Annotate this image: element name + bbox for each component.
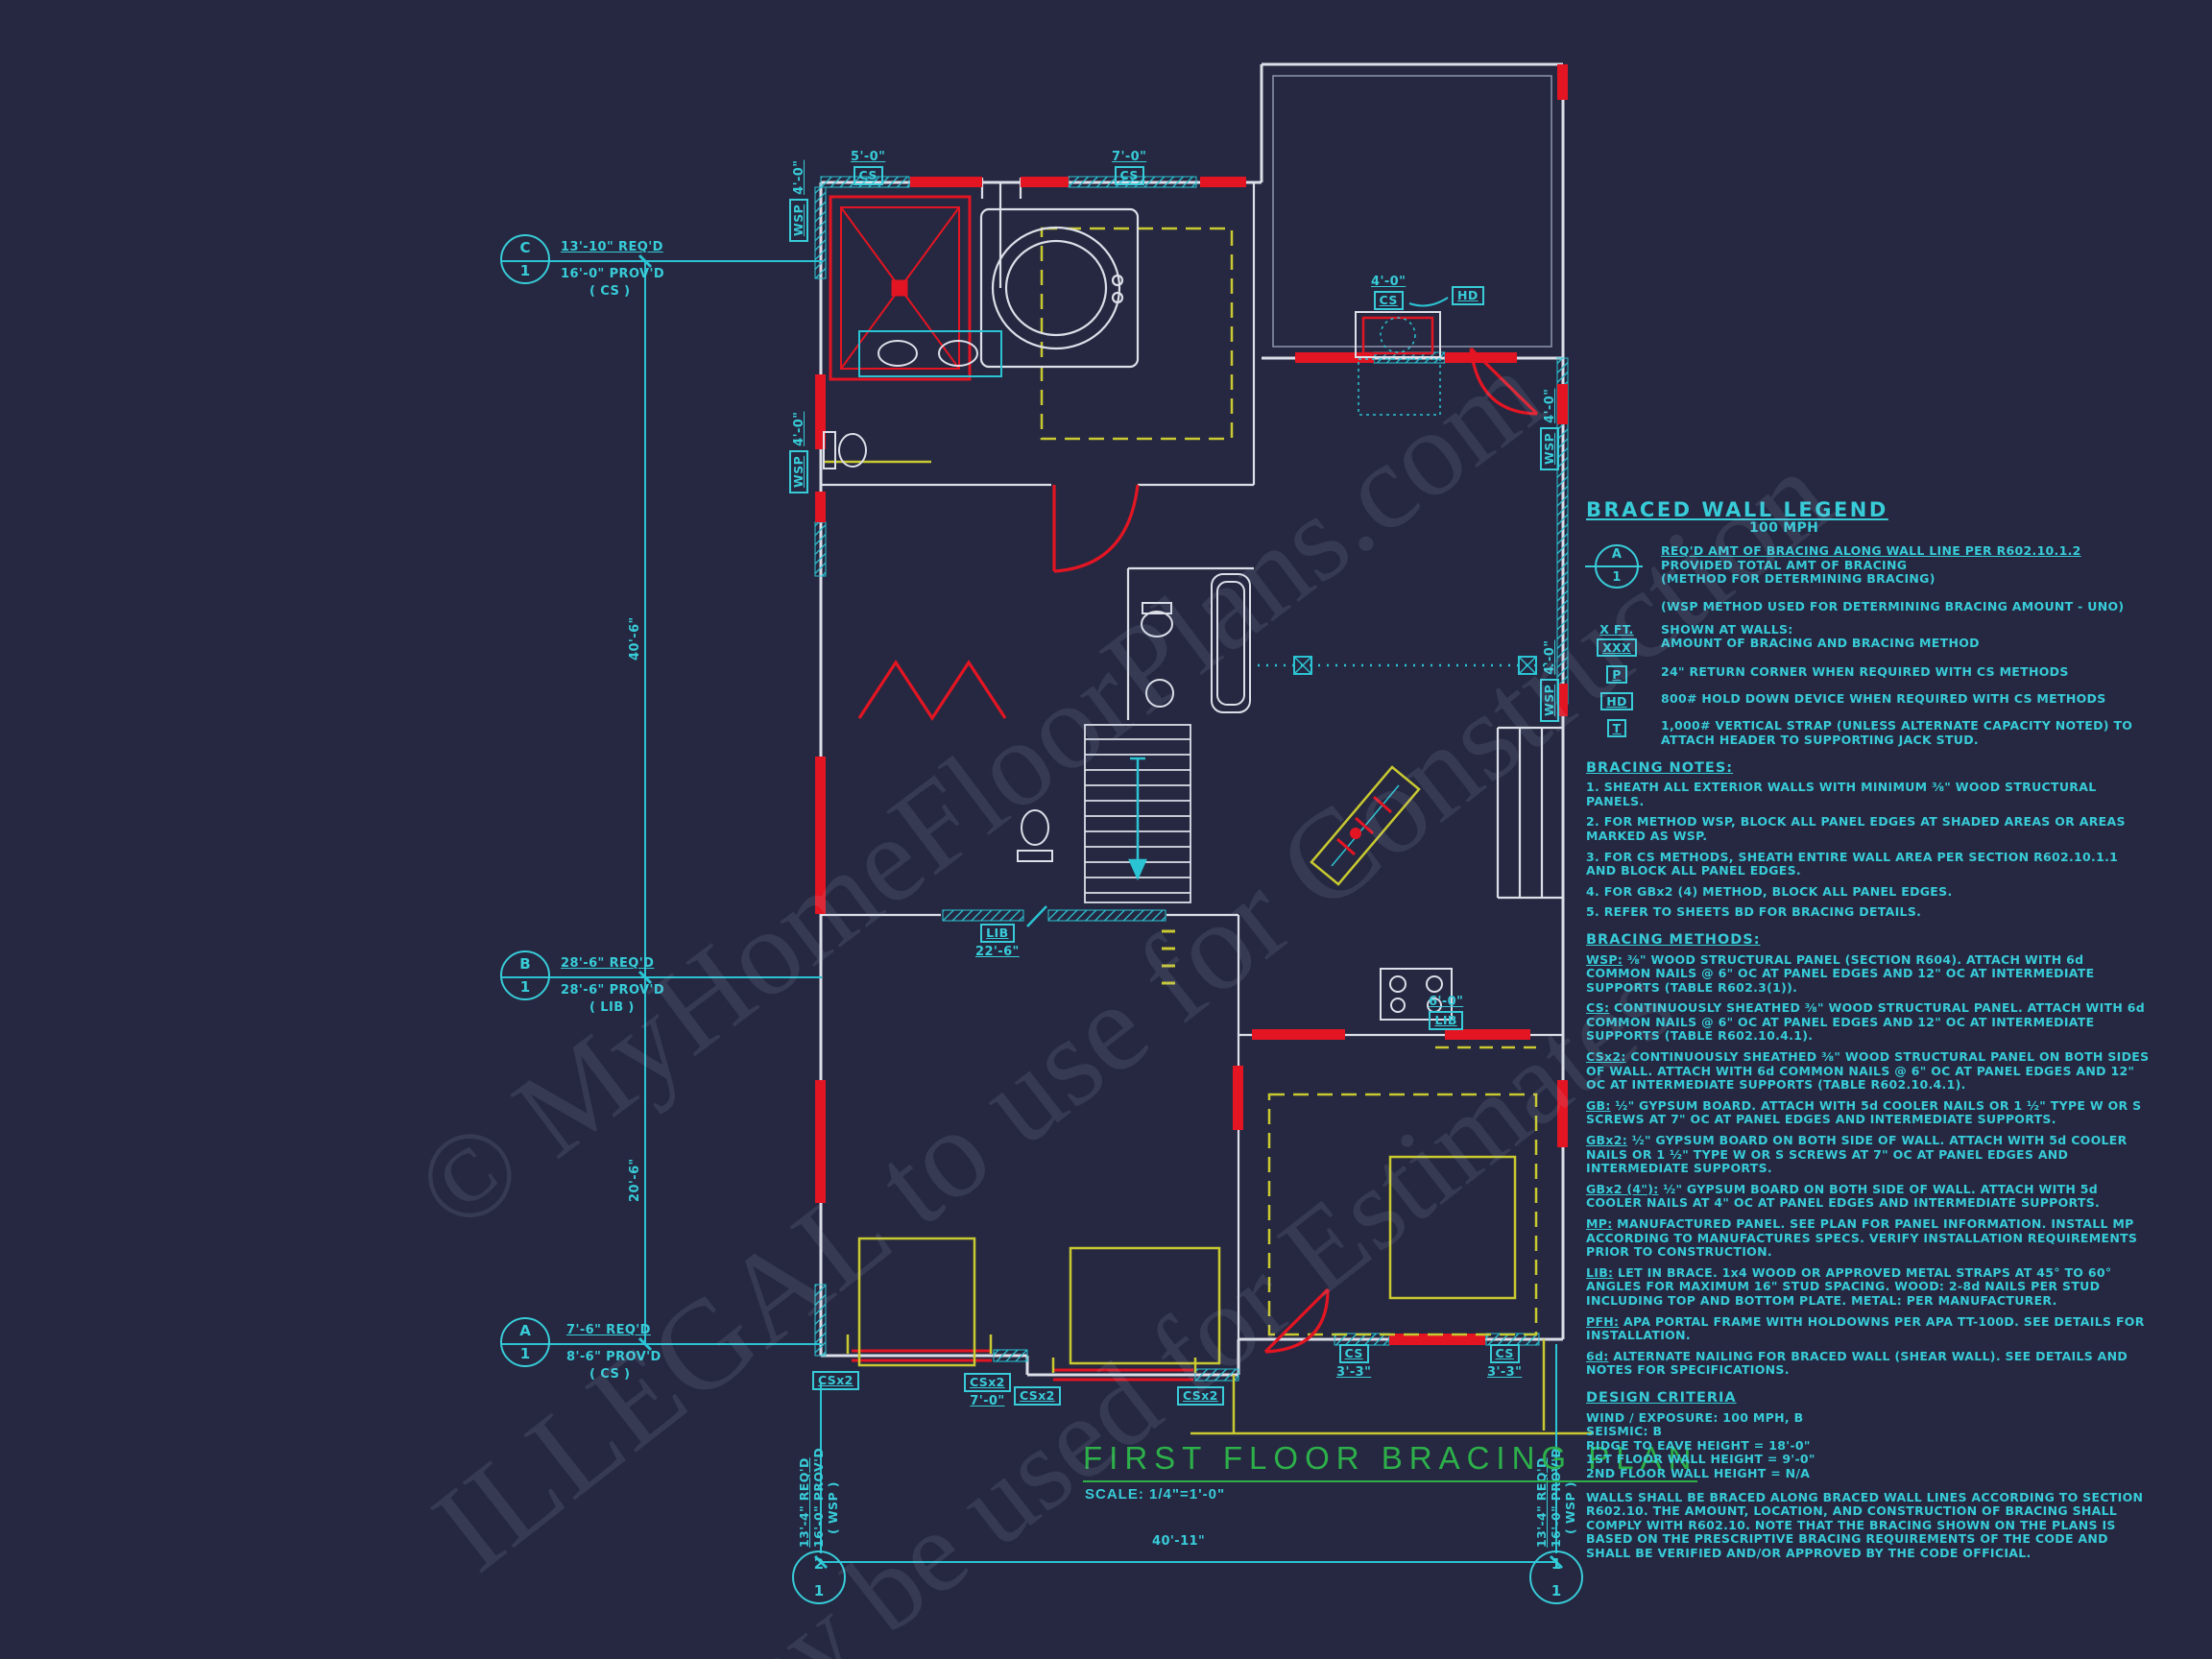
- bracing-note: 2. FOR METHOD WSP, BLOCK ALL PANEL EDGES…: [1586, 814, 2126, 843]
- csx2-callout-4: CSx2: [1177, 1386, 1224, 1406]
- criteria-line: 1ST FLOOR WALL HEIGHT = 9'-0": [1586, 1452, 1815, 1467]
- doors: [857, 347, 1539, 1354]
- bracing-note: 5. REFER TO SHEETS BD FOR BRACING DETAIL…: [1586, 904, 1922, 920]
- plan-title: FIRST FLOOR BRACING PLAN: [1083, 1440, 1698, 1482]
- toilet: [823, 431, 867, 469]
- wsp-callout-right-lower: WSP 4'-0": [1540, 640, 1559, 722]
- cs-callout-top-mid: 7'-0" CS: [1112, 150, 1146, 185]
- legend-symbol-t: T 1,000# VERTICAL STRAP (UNLESS ALTERNAT…: [1586, 719, 2152, 747]
- legend-wind-speed: 100 MPH: [1749, 519, 1819, 536]
- cs-callout-top-left: 5'-0" CS: [851, 150, 885, 185]
- p-box-icon: P: [1606, 665, 1627, 685]
- bracing-method: GBx2 (4"): ½" GYPSUM BOARD ON BOTH SIDE …: [1586, 1181, 2101, 1211]
- bracing-method: GBx2: ½" GYPSUM BOARD ON BOTH SIDE OF WA…: [1586, 1133, 2128, 1176]
- marker-c-method: ( CS ): [589, 284, 631, 299]
- design-criteria-header: DESIGN CRITERIA: [1586, 1389, 1737, 1406]
- legend-title: BRACED WALL LEGEND: [1586, 498, 1888, 521]
- shaded-wsp-areas: [823, 227, 1594, 1435]
- legend-wsp-note: (WSP METHOD USED FOR DETERMINING BRACING…: [1661, 599, 2125, 614]
- bathtub: [979, 207, 1140, 369]
- criteria-line: WIND / EXPOSURE: 100 MPH, B: [1586, 1409, 1804, 1425]
- stair-direction-arrow: [1026, 757, 1147, 927]
- bracing-method: CS: CONTINUOUSLY SHEATHED ⅜" WOOD STRUCT…: [1586, 1000, 2146, 1044]
- kitchen-island: [1310, 765, 1421, 886]
- hd-tag: HD: [1452, 286, 1484, 305]
- corner-summary-left: 13'-4" REQ'D 16'-0" PROV'D ( WSP ): [797, 1447, 840, 1548]
- criteria-note: WALLS SHALL BE BRACED ALONG BRACED WALL …: [1586, 1489, 2144, 1560]
- bracing-method: PFH: APA PORTAL FRAME WITH HOLDOWNS PER …: [1586, 1313, 2145, 1343]
- bracing-notes-header: BRACING NOTES:: [1586, 759, 1734, 776]
- cs-tag: CS: [1373, 291, 1404, 310]
- marker-b-provided: 28'-6" PROV'D: [561, 983, 665, 998]
- dim-left-upper: 40'-6": [628, 616, 642, 661]
- cs-callout-br-2: CS 3'-3": [1487, 1344, 1523, 1380]
- wsp-callout-left-lower: WSP 4'-0": [789, 412, 808, 493]
- lib-callout-stairs: LIB 22'-6": [975, 924, 1020, 959]
- bracing-note: 3. FOR CS METHODS, SHEATH ENTIRE WALL AR…: [1586, 849, 2119, 878]
- wall-line-marker-2: 2 1: [792, 1551, 846, 1604]
- plan-scale: SCALE: 1/4"=1'-0": [1085, 1486, 1226, 1503]
- criteria-line: SEISMIC: B: [1586, 1424, 1663, 1439]
- fireplace-niche: [1355, 311, 1441, 416]
- legend-symbol-xft: X FT. XXX SHOWN AT WALLS: AMOUNT OF BRAC…: [1586, 622, 2152, 658]
- criteria-line: RIDGE TO EAVE HEIGHT = 18'-0": [1586, 1437, 1811, 1453]
- wsp-callout-right-upper: WSP 4'-0": [1540, 389, 1559, 470]
- marker-b-required: 28'-6" REQ'D: [561, 956, 655, 971]
- marker-a-method: ( CS ): [589, 1367, 631, 1382]
- bracing-method: GB: ½" GYPSUM BOARD. ATTACH WITH 5d COOL…: [1586, 1097, 2142, 1127]
- wsp-callout-left-upper: WSP 4'-0": [789, 160, 808, 242]
- cs-callout-fireplace: 4'-0" CS: [1371, 275, 1406, 310]
- dim-left-lower: 20'-6": [628, 1158, 642, 1202]
- marker-c-required: 13'-10" REQ'D: [561, 240, 663, 254]
- t-box-icon: T: [1606, 719, 1627, 738]
- bracing-methods-header: BRACING METHODS:: [1586, 931, 1761, 948]
- hold-down-line: [1258, 656, 1557, 675]
- wall-line-marker-a: A 1: [500, 1317, 550, 1367]
- cs-callout-br-1: CS 3'-3": [1336, 1344, 1372, 1380]
- hd-box-icon: HD: [1600, 692, 1633, 711]
- bracing-note: 1. SHEATH ALL EXTERIOR WALLS WITH MINIMU…: [1586, 780, 2097, 808]
- red-bracing-lines: [852, 1349, 1193, 1382]
- bracing-method: WSP: ⅜" WOOD STRUCTURAL PANEL (SECTION R…: [1586, 951, 2095, 995]
- criteria-line: 2ND FLOOR WALL HEIGHT = N/A: [1586, 1465, 1811, 1480]
- dim-bottom: 40'-11": [1152, 1534, 1206, 1549]
- xxx-box-icon: XXX: [1597, 638, 1637, 658]
- bracing-method: CSx2: CONTINUOUSLY SHEATHED ⅜" WOOD STRU…: [1586, 1049, 2150, 1093]
- bracing-method: 6d: ALTERNATE NAILING FOR BRACED WALL (S…: [1586, 1348, 2128, 1378]
- csx2-callout-3: CSx2: [1014, 1386, 1061, 1406]
- bath2-fixtures: [1141, 573, 1251, 713]
- legend-wall-line-symbol-row: A 1 REQ'D AMT OF BRACING ALONG WALL LINE…: [1584, 544, 2152, 589]
- shower: [829, 195, 972, 381]
- range-cooktop: [1380, 968, 1453, 1021]
- marker-a-provided: 8'-6" PROV'D: [566, 1350, 661, 1364]
- wall-line-symbol-icon: A 1: [1584, 544, 1643, 589]
- bracing-method: LIB: LET IN BRACE. 1x4 WOOD OR APPROVED …: [1586, 1264, 2112, 1308]
- braced-wall-legend: BRACED WALL LEGEND 100 MPH A 1 REQ'D AMT…: [1584, 498, 2152, 1567]
- red-bracing-segments: [815, 64, 1568, 1345]
- powder-toilet: [1017, 809, 1053, 862]
- wall-line-marker-1: 1 1: [1529, 1551, 1583, 1604]
- legend-symbol-hd: HD 800# HOLD DOWN DEVICE WHEN REQUIRED W…: [1586, 692, 2152, 711]
- csx2-callout-1: CSx2: [812, 1371, 859, 1390]
- dimension-lines: [502, 253, 1564, 1570]
- lib-callout-kitchen: 6'-0" LIB: [1429, 995, 1463, 1030]
- wall-line-marker-b: B 1: [500, 950, 550, 1000]
- marker-a-required: 7'-6" REQ'D: [566, 1323, 651, 1337]
- cs-tag: CS: [1114, 166, 1144, 185]
- legend-symbol-p: P 24" RETURN CORNER WHEN REQUIRED WITH C…: [1586, 665, 2152, 685]
- csx2-callout-2: CSx2 7'-0": [964, 1373, 1011, 1408]
- marker-c-provided: 16'-0" PROV'D: [561, 267, 665, 281]
- interior-walls: [821, 178, 1563, 1375]
- bracing-note: 4. FOR GBx2 (4) METHOD, BLOCK ALL PANEL …: [1586, 883, 1953, 899]
- marker-b-method: ( LIB ): [589, 1000, 635, 1015]
- wall-line-marker-c: C 1: [500, 234, 550, 284]
- bracing-method: MP: MANUFACTURED PANEL. SEE PLAN FOR PAN…: [1586, 1216, 2138, 1260]
- vanity-sinks: [858, 330, 1002, 377]
- cs-tag: CS: [853, 166, 883, 185]
